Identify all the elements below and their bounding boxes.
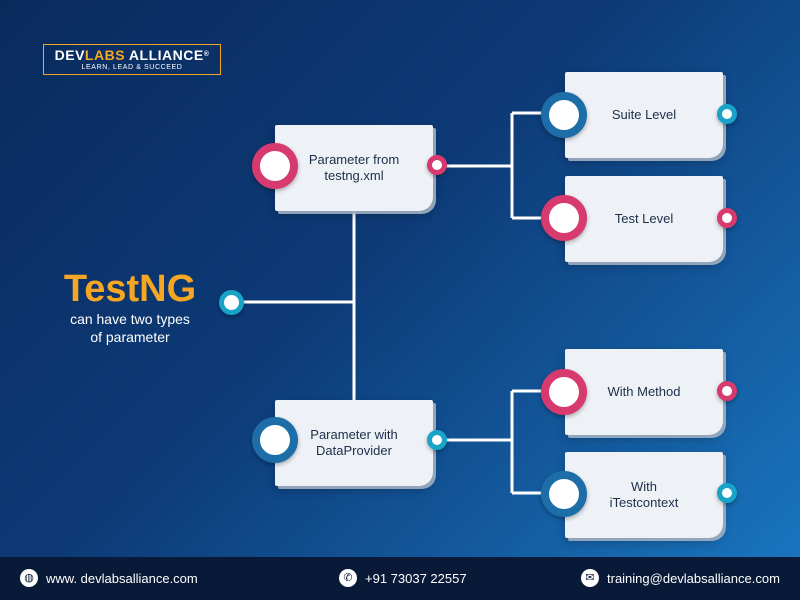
node-parameter-from-testng-end-dot xyxy=(427,155,447,175)
headline-line1: can have two types xyxy=(70,311,190,327)
logo-tagline: LEARN, LEAD & SUCCEED xyxy=(81,64,183,71)
node-parameter-with-dataprovider-dot xyxy=(252,417,298,463)
node-test-level-end-dot xyxy=(717,208,737,228)
node-suite-level-end-dot xyxy=(717,104,737,124)
node-parameter-with-dataprovider: Parameter with DataProvider xyxy=(275,400,433,486)
footer-phone-text: +91 73037 22557 xyxy=(365,570,467,586)
node-parameter-from-testng-line1: Parameter from xyxy=(308,152,400,167)
node-parameter-with-dataprovider-end-dot xyxy=(427,430,447,450)
logo-alliance: ALLIANCE xyxy=(128,47,204,63)
footer-email-text: training@devlabsalliance.com xyxy=(607,570,780,586)
node-with-itestcontext-line1: With xyxy=(631,479,657,494)
node-with-method-label: With Method xyxy=(607,384,681,399)
node-suite-level-dot xyxy=(541,92,587,138)
footer-email[interactable]: ✉ training@devlabsalliance.com xyxy=(581,569,780,587)
node-parameter-from-testng: Parameter from testng.xml xyxy=(275,125,433,211)
headline-line2: of parameter xyxy=(90,329,170,345)
node-test-level: Test Level xyxy=(565,176,723,262)
footer-phone[interactable]: ✆ +91 73037 22557 xyxy=(339,569,467,587)
mail-icon: ✉ xyxy=(581,569,599,587)
devlabs-logo: DEVLABS ALLIANCE® LEARN, LEAD & SUCCEED xyxy=(43,44,221,75)
footer-website-text: www. devlabsalliance.com xyxy=(46,570,198,586)
node-parameter-from-testng-line2: testng.xml xyxy=(324,168,384,183)
footer-website[interactable]: ◍ www. devlabsalliance.com xyxy=(20,569,198,587)
logo-dev: DEV xyxy=(54,47,85,63)
node-test-level-label: Test Level xyxy=(614,211,674,226)
logo-brand: DEVLABS ALLIANCE® xyxy=(44,47,220,63)
node-suite-level-label: Suite Level xyxy=(611,107,677,122)
node-parameter-with-dataprovider-line2: DataProvider xyxy=(316,443,392,458)
logo-registered: ® xyxy=(203,51,210,58)
node-test-level-dot xyxy=(541,195,587,241)
node-with-itestcontext: With iTestcontext xyxy=(565,452,723,538)
node-parameter-with-dataprovider-line1: Parameter with xyxy=(310,427,398,442)
headline-connector-dot xyxy=(219,290,244,315)
node-parameter-from-testng-dot xyxy=(252,143,298,189)
node-with-itestcontext-line2: iTestcontext xyxy=(609,495,679,510)
phone-icon: ✆ xyxy=(339,569,357,587)
node-with-method: With Method xyxy=(565,349,723,435)
globe-icon: ◍ xyxy=(20,569,38,587)
footer-bar: ◍ www. devlabsalliance.com ✆ +91 73037 2… xyxy=(0,557,800,600)
node-with-method-end-dot xyxy=(717,381,737,401)
logo-labs: LABS xyxy=(84,47,126,63)
node-suite-level: Suite Level xyxy=(565,72,723,158)
headline: TestNG can have two types of parameter xyxy=(20,268,240,346)
headline-title: TestNG xyxy=(63,268,197,310)
node-with-itestcontext-end-dot xyxy=(717,483,737,503)
node-with-itestcontext-dot xyxy=(541,471,587,517)
node-with-method-dot xyxy=(541,369,587,415)
